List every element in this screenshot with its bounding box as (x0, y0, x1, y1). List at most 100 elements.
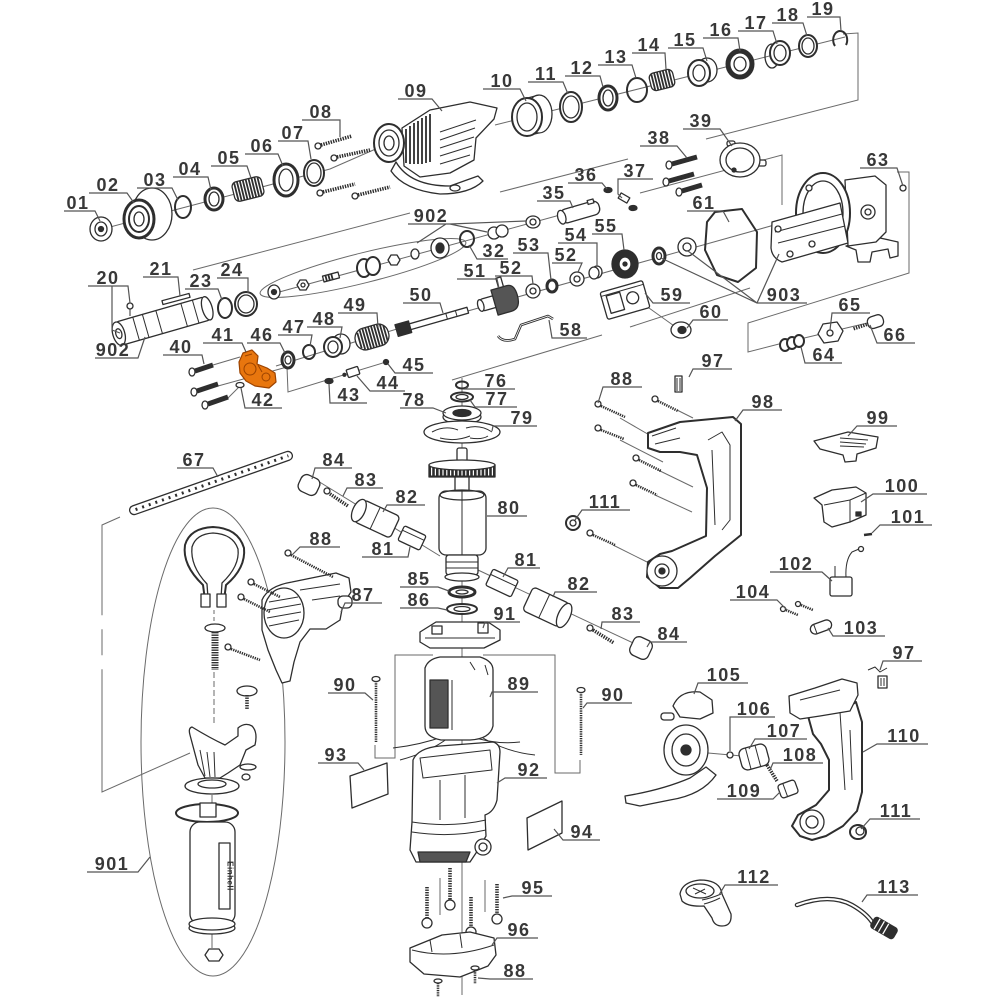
part-100-switch[interactable] (813, 486, 867, 528)
part-02-chuck-sleeve[interactable] (122, 187, 173, 241)
callout-89[interactable]: 89 (489, 674, 538, 698)
part-97-clip-a[interactable] (674, 375, 683, 393)
callout-number[interactable]: 61 (692, 193, 715, 213)
callout-52-a[interactable]: 52 (495, 258, 534, 285)
callout-number[interactable]: 13 (604, 47, 627, 67)
callout-number[interactable]: 97 (892, 643, 915, 663)
callout-61[interactable]: 61 (687, 193, 730, 223)
callout-number[interactable]: 21 (149, 259, 172, 279)
part-17-ring[interactable] (764, 40, 791, 69)
callout-number[interactable]: 42 (251, 390, 274, 410)
callout-112[interactable]: 112 (718, 867, 778, 896)
callout-number[interactable]: 76 (484, 371, 507, 391)
part-09-gear-housing[interactable] (373, 101, 498, 195)
part-83-brush-spring-a[interactable] (323, 487, 349, 508)
callout-110[interactable]: 110 (862, 726, 928, 753)
callout-number[interactable]: 12 (570, 58, 593, 78)
part-78-bearing[interactable] (442, 405, 482, 425)
part-60-knob-nut[interactable] (670, 321, 692, 339)
callout-number[interactable]: 91 (493, 604, 516, 624)
callout-101[interactable]: 101 (871, 507, 932, 534)
callout-number[interactable]: 03 (143, 170, 166, 190)
callout-83-a[interactable]: 83 (342, 470, 383, 497)
callout-number[interactable]: 94 (570, 822, 593, 842)
callout-97-b[interactable]: 97 (879, 643, 922, 671)
callout-number[interactable]: 47 (282, 317, 305, 337)
callout-number[interactable]: 02 (96, 175, 119, 195)
part-902-group-items[interactable] (267, 215, 541, 300)
callout-39[interactable]: 39 (683, 111, 733, 147)
part-20-spindle[interactable] (110, 295, 216, 346)
callout-number[interactable]: 83 (354, 470, 377, 490)
part-96-bottom-cover[interactable] (409, 931, 497, 978)
part-66-bolt[interactable] (852, 313, 885, 334)
part-80-armature[interactable] (428, 447, 496, 582)
callout-number[interactable]: 84 (657, 624, 680, 644)
part-21-pin[interactable] (161, 292, 191, 306)
callout-number[interactable]: 16 (709, 20, 732, 40)
callout-number[interactable]: 95 (521, 878, 544, 898)
callout-number[interactable]: 07 (281, 123, 304, 143)
callout-number[interactable]: 81 (514, 550, 537, 570)
callout-number[interactable]: 37 (623, 161, 646, 181)
part-24-o-ring[interactable] (234, 291, 258, 317)
part-44-guide[interactable] (342, 365, 361, 379)
callout-number[interactable]: 98 (751, 392, 774, 412)
callout-48[interactable]: 48 (307, 309, 343, 339)
callout-105[interactable]: 105 (693, 665, 748, 695)
part-91-brush-plate[interactable] (419, 621, 501, 649)
callout-number[interactable]: 902 (414, 206, 449, 226)
part-101-clip[interactable] (863, 532, 873, 537)
callout-63[interactable]: 63 (860, 150, 904, 187)
part-82-brush-holder-b[interactable] (522, 587, 575, 630)
callout-number[interactable]: 111 (589, 492, 622, 512)
callout-40[interactable]: 40 (163, 337, 205, 365)
callout-09[interactable]: 09 (398, 81, 443, 112)
callout-number[interactable]: 88 (610, 369, 633, 389)
callout-number[interactable]: 96 (507, 920, 530, 940)
callout-number[interactable]: 45 (402, 355, 425, 375)
callout-number[interactable]: 63 (866, 150, 889, 170)
part-51-crank[interactable] (472, 274, 521, 320)
part-88-screws-handle[interactable] (586, 395, 679, 547)
part-05-spring[interactable] (231, 176, 265, 203)
callout-number[interactable]: 23 (189, 271, 212, 291)
part-48-bearing[interactable] (323, 333, 351, 358)
part-108-spring[interactable] (765, 764, 779, 782)
callout-84-b[interactable]: 84 (646, 624, 687, 648)
callout-96[interactable]: 96 (491, 920, 538, 946)
callout-number[interactable]: 89 (507, 674, 530, 694)
callout-number[interactable]: 105 (707, 665, 742, 685)
callout-78[interactable]: 78 (400, 390, 447, 414)
callout-44[interactable]: 44 (356, 373, 405, 393)
part-106-ball[interactable] (726, 751, 734, 759)
part-97-clip-b[interactable] (867, 666, 888, 689)
callout-43[interactable]: 43 (328, 383, 367, 405)
callout-49[interactable]: 49 (338, 295, 379, 328)
part-23-circlip[interactable] (217, 297, 233, 319)
callout-number[interactable]: 60 (699, 302, 722, 322)
part-61-gasket[interactable] (704, 208, 758, 283)
part-83-brush-spring-b[interactable] (586, 624, 615, 645)
part-105-handle-half[interactable] (624, 691, 717, 807)
callout-90-a[interactable]: 90 (328, 675, 374, 701)
part-18-washer[interactable] (798, 34, 818, 58)
part-42-washer[interactable] (235, 381, 245, 389)
callout-94[interactable]: 94 (553, 822, 600, 842)
part-85-bearing[interactable] (447, 585, 477, 599)
callout-number[interactable]: 901 (95, 854, 130, 874)
callout-19[interactable]: 19 (807, 0, 842, 32)
part-112-cord-guard[interactable] (679, 879, 732, 927)
callout-number[interactable]: 78 (402, 390, 425, 410)
callout-number[interactable]: 109 (727, 781, 762, 801)
part-19-circlip[interactable] (832, 29, 849, 47)
callout-88-a[interactable]: 88 (597, 369, 642, 404)
callout-number[interactable]: 110 (887, 726, 921, 746)
part-32-o-ring[interactable] (459, 230, 475, 248)
callout-number[interactable]: 102 (779, 554, 814, 574)
callout-number[interactable]: 55 (594, 216, 617, 236)
callout-number[interactable]: 108 (783, 745, 818, 765)
callout-number[interactable]: 82 (567, 574, 590, 594)
callout-number[interactable]: 77 (485, 389, 508, 409)
callout-98[interactable]: 98 (734, 392, 782, 422)
